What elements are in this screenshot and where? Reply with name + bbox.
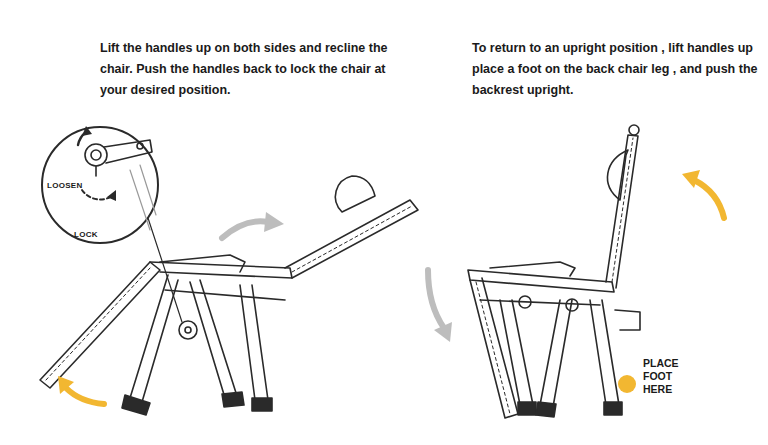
lock-label: LOCK <box>74 230 104 239</box>
instruction-text: To return to an upright position , lift … <box>472 38 764 101</box>
instruction-text: Lift the handles up on both sides and re… <box>100 38 400 101</box>
loosen-label: LOOSEN <box>47 181 87 190</box>
foot-label: PLACE FOOT HERE <box>643 357 683 396</box>
